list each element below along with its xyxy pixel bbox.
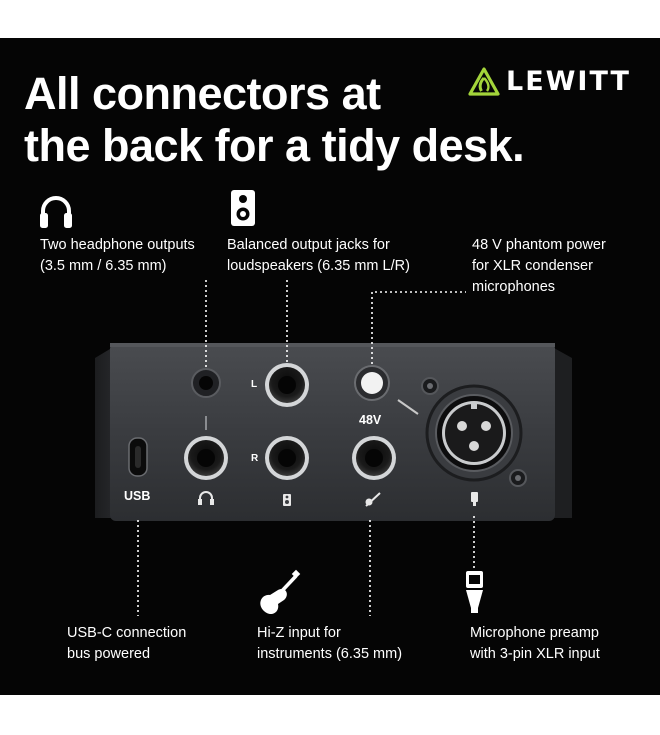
- phantom-power-callout: 48 V phantom power for XLR condenser mic…: [472, 235, 606, 298]
- brand-name: LEWITT: [506, 66, 631, 97]
- headphone-outputs-callout: Two headphone outputs (3.5 mm / 6.35 mm): [40, 235, 195, 277]
- microphone-preamp-callout: Microphone preamp with 3-pin XLR input: [470, 623, 600, 665]
- headline-line-2: the back for a tidy desk.: [24, 120, 525, 171]
- usb-callout-line-2: bus powered: [67, 646, 151, 662]
- headphones-icon: [40, 196, 72, 228]
- usb-port-label: USB: [124, 489, 151, 503]
- mic-callout-line-1: Microphone preamp: [470, 625, 599, 641]
- usb-callout-line-1: USB-C connection: [67, 625, 187, 641]
- phantom-callout-line-2: for XLR condenser: [472, 258, 593, 274]
- line-out-left-label: L: [251, 379, 258, 390]
- audio-interface-rear-panel: [95, 280, 572, 616]
- guitar-icon: [260, 569, 301, 615]
- hiz-callout-line-2: instruments (6.35 mm): [257, 646, 403, 662]
- phantom-48v-label: 48V: [359, 413, 382, 427]
- headphone-callout-line-2: (3.5 mm / 6.35 mm): [40, 258, 167, 274]
- panel-headphones-icon: [199, 491, 213, 503]
- headline-line-1: All connectors at: [24, 68, 381, 119]
- device-back-face: [110, 343, 555, 521]
- phantom-callout-line-3: microphones: [472, 279, 556, 295]
- line-out-right-label: R: [251, 453, 259, 464]
- promo-panel: All connectors at the back for a tidy de…: [0, 38, 660, 695]
- balanced-callout-line-1: Balanced output jacks for: [227, 237, 390, 253]
- speaker-icon: [231, 190, 255, 226]
- balanced-outputs-callout: Balanced output jacks for loudspeakers (…: [227, 235, 410, 277]
- hi-z-input-callout: Hi-Z input for instruments (6.35 mm): [257, 623, 402, 665]
- lewitt-logo-icon: [468, 66, 500, 96]
- hiz-callout-line-1: Hi-Z input for: [257, 625, 341, 641]
- phantom-callout-line-1: 48 V phantom power: [472, 237, 606, 253]
- usb-callout: USB-C connection bus powered: [67, 623, 186, 665]
- microphone-icon: [466, 571, 483, 613]
- panel-microphone-icon: [471, 492, 478, 502]
- balanced-callout-line-2: loudspeakers (6.35 mm L/R): [227, 258, 410, 274]
- brand-logo: LEWITT: [468, 66, 631, 97]
- headline: All connectors at the back for a tidy de…: [24, 68, 525, 172]
- mic-callout-line-2: with 3-pin XLR input: [470, 646, 600, 662]
- headphone-callout-line-1: Two headphone outputs: [40, 237, 195, 253]
- callout-leader-lines: [137, 280, 475, 616]
